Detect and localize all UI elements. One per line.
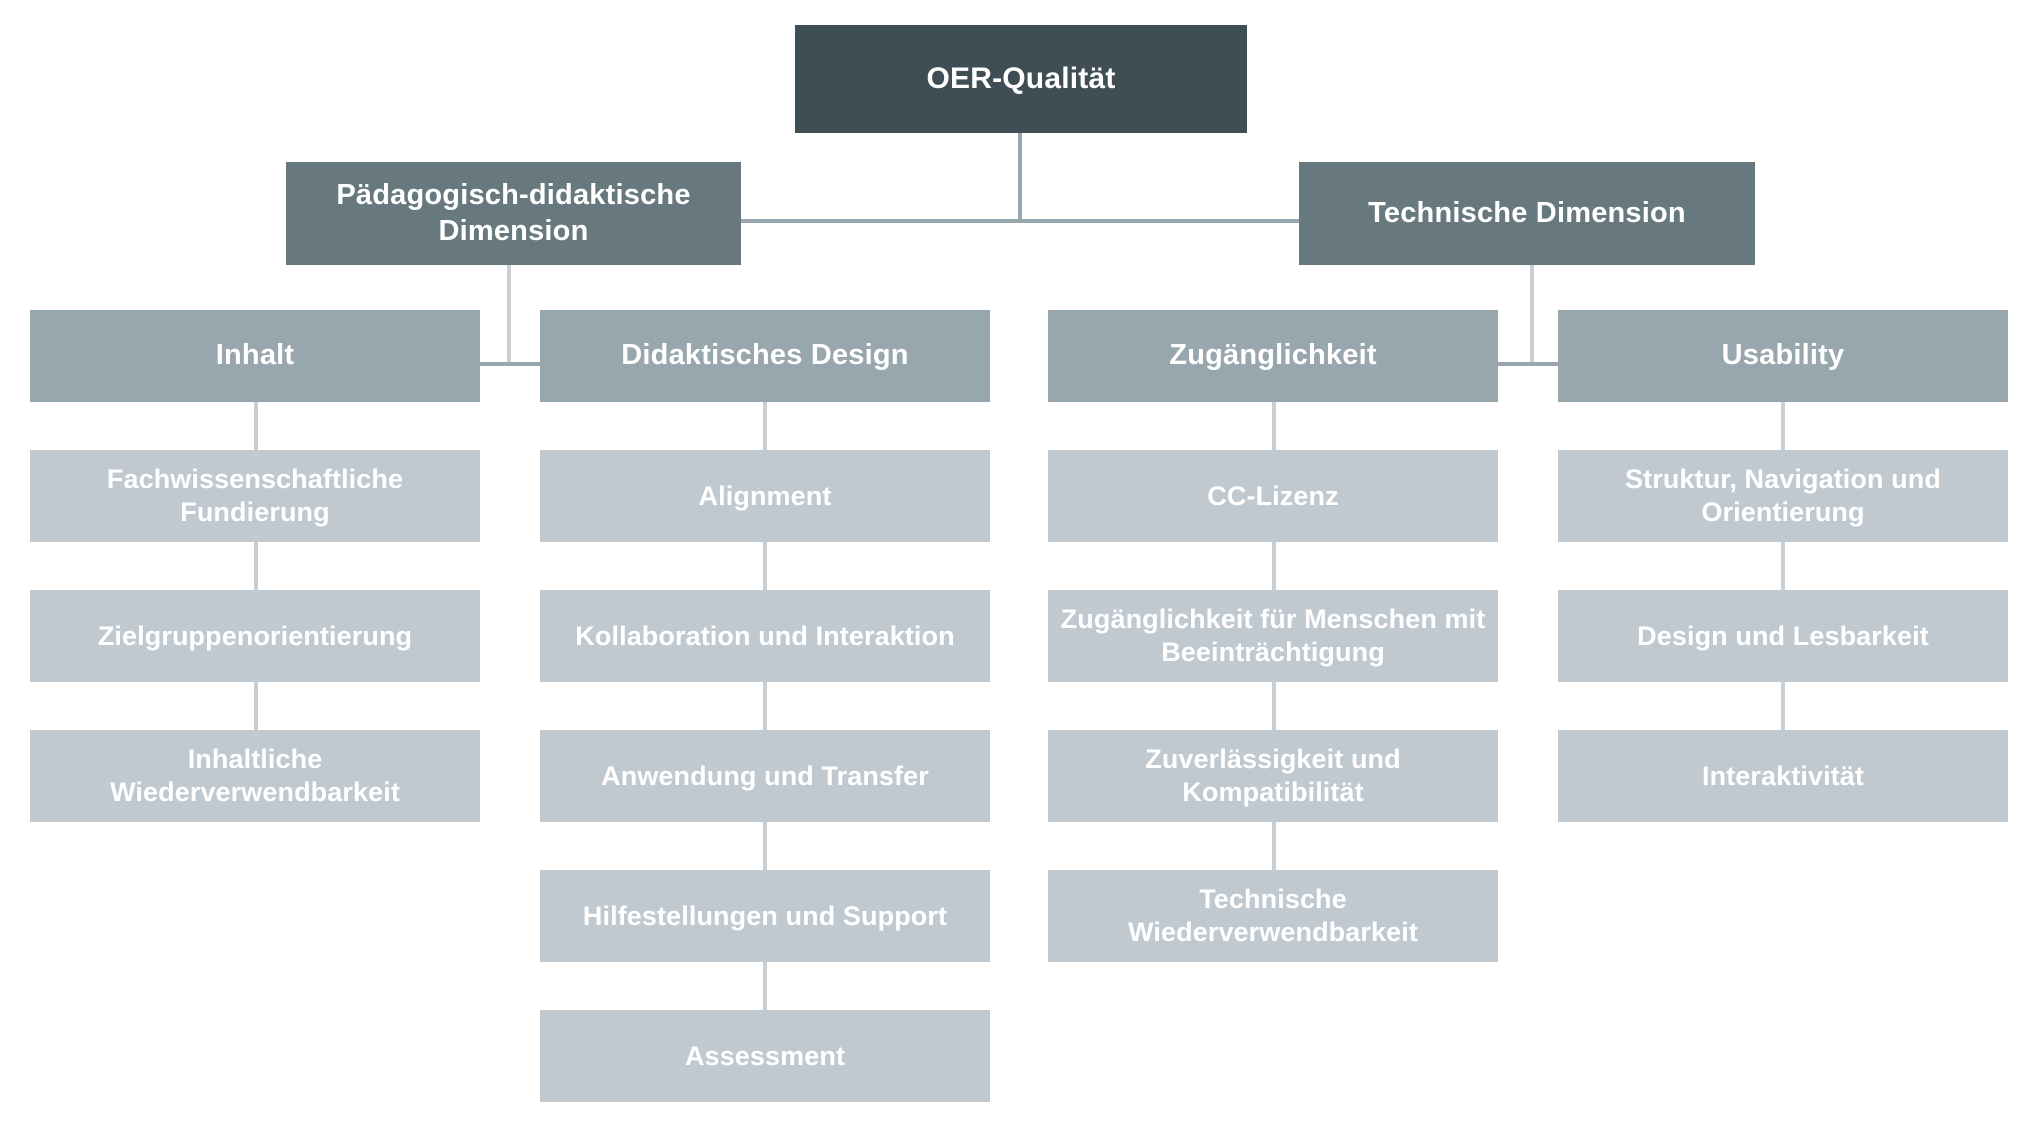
connector-dimension-crossbar <box>739 219 1301 223</box>
node-category-didaktisches-design-label: Didaktisches Design <box>621 339 909 372</box>
node-category-inhalt[interactable]: Inhalt <box>30 310 480 402</box>
node-category-zugaenglichkeit[interactable]: Zugänglichkeit <box>1048 310 1498 402</box>
connector-root-vertical <box>1018 133 1022 221</box>
node-leaf-label: Interaktivität <box>1702 760 1864 791</box>
connector-paedagogisch-vertical <box>507 265 511 365</box>
node-leaf-inhalt-3[interactable]: Inhaltliche Wiederverwendbarkeit <box>30 730 480 822</box>
node-category-usability-label: Usability <box>1721 339 1845 372</box>
node-leaf-label: Struktur, Navigation und Orientierung <box>1625 464 1941 527</box>
node-root-oer-qualitaet[interactable]: OER-Qualität <box>795 25 1247 133</box>
connector-technisch-vertical <box>1530 265 1534 365</box>
node-leaf-zugaenglichkeit-4[interactable]: Technische Wiederverwendbarkeit <box>1048 870 1498 962</box>
node-leaf-didaktisches-design-3[interactable]: Anwendung und Transfer <box>540 730 990 822</box>
node-dimension-technisch-label: Technische Dimension <box>1368 196 1686 229</box>
node-leaf-label: Assessment <box>684 1040 846 1071</box>
node-leaf-label: Technische Wiederverwendbarkeit <box>1128 884 1418 947</box>
node-leaf-usability-2[interactable]: Design und Lesbarkeit <box>1558 590 2008 682</box>
node-leaf-label: Anwendung und Transfer <box>601 760 929 791</box>
node-leaf-didaktisches-design-4[interactable]: Hilfestellungen und Support <box>540 870 990 962</box>
node-leaf-label: Zuverlässigkeit und Kompatibilität <box>1145 744 1401 807</box>
node-leaf-label: Hilfestellungen und Support <box>582 900 948 931</box>
node-dimension-paedagogisch-label: Pädagogisch-didaktische Dimension <box>336 179 691 247</box>
node-leaf-inhalt-1[interactable]: Fachwissenschaftliche Fundierung <box>30 450 480 542</box>
node-leaf-label: Kollaboration und Interaktion <box>575 620 955 651</box>
node-leaf-didaktisches-design-5[interactable]: Assessment <box>540 1010 990 1102</box>
node-leaf-label: Design und Lesbarkeit <box>1637 620 1929 651</box>
node-root-label: OER-Qualität <box>926 61 1116 95</box>
node-leaf-label: Zugänglichkeit für Menschen mit Beeinträ… <box>1060 604 1486 667</box>
node-leaf-label: Inhaltliche Wiederverwendbarkeit <box>110 744 400 807</box>
node-leaf-didaktisches-design-1[interactable]: Alignment <box>540 450 990 542</box>
node-category-didaktisches-design[interactable]: Didaktisches Design <box>540 310 990 402</box>
connector-paedagogisch-category-crossbar <box>256 362 764 366</box>
node-leaf-label: CC-Lizenz <box>1207 480 1339 511</box>
node-leaf-usability-3[interactable]: Interaktivität <box>1558 730 2008 822</box>
connector-technisch-category-crossbar <box>1275 362 1783 366</box>
node-leaf-zugaenglichkeit-1[interactable]: CC-Lizenz <box>1048 450 1498 542</box>
node-leaf-label: Fachwissenschaftliche Fundierung <box>106 464 404 527</box>
node-leaf-label: Zielgruppenorientierung <box>97 620 413 651</box>
node-leaf-label: Alignment <box>698 480 832 511</box>
node-leaf-inhalt-2[interactable]: Zielgruppenorientierung <box>30 590 480 682</box>
node-category-inhalt-label: Inhalt <box>215 339 295 372</box>
node-dimension-paedagogisch[interactable]: Pädagogisch-didaktische Dimension <box>286 162 741 265</box>
node-dimension-technisch[interactable]: Technische Dimension <box>1299 162 1755 265</box>
node-category-zugaenglichkeit-label: Zugänglichkeit <box>1169 339 1377 372</box>
node-category-usability[interactable]: Usability <box>1558 310 2008 402</box>
node-leaf-zugaenglichkeit-2[interactable]: Zugänglichkeit für Menschen mit Beeinträ… <box>1048 590 1498 682</box>
node-leaf-didaktisches-design-2[interactable]: Kollaboration und Interaktion <box>540 590 990 682</box>
node-leaf-zugaenglichkeit-3[interactable]: Zuverlässigkeit und Kompatibilität <box>1048 730 1498 822</box>
node-leaf-usability-1[interactable]: Struktur, Navigation und Orientierung <box>1558 450 2008 542</box>
